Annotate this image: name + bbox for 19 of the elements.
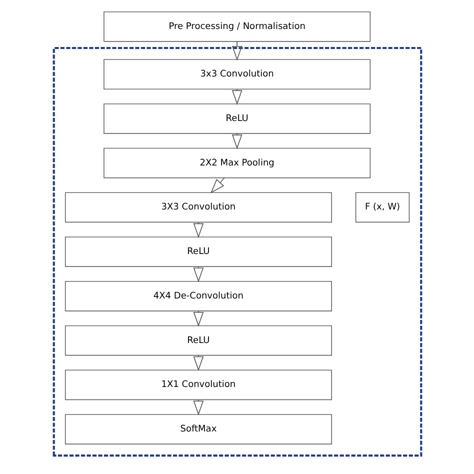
arrow (231, 88, 242, 105)
node-box: 4X4 De-Convolution (64, 280, 332, 312)
arrow (231, 133, 242, 150)
arrow (192, 266, 204, 282)
node-box: 2X2 Max Pooling (103, 148, 370, 178)
arrow (192, 310, 204, 327)
node-box: SoftMax (64, 414, 332, 444)
arrow (192, 354, 204, 372)
node-box: F (x, W) (354, 192, 410, 223)
arrow (210, 177, 224, 194)
node-box: ReLU (64, 236, 332, 267)
arrow (192, 222, 204, 238)
arrow (192, 399, 204, 416)
node-box: 3x3 Convolution (103, 59, 370, 90)
node-box: ReLU (64, 325, 332, 356)
node-box: ReLU (103, 103, 370, 134)
node-box: Pre Processing / Normalisation (103, 11, 370, 42)
cluster (52, 47, 422, 457)
arrow (231, 41, 242, 61)
